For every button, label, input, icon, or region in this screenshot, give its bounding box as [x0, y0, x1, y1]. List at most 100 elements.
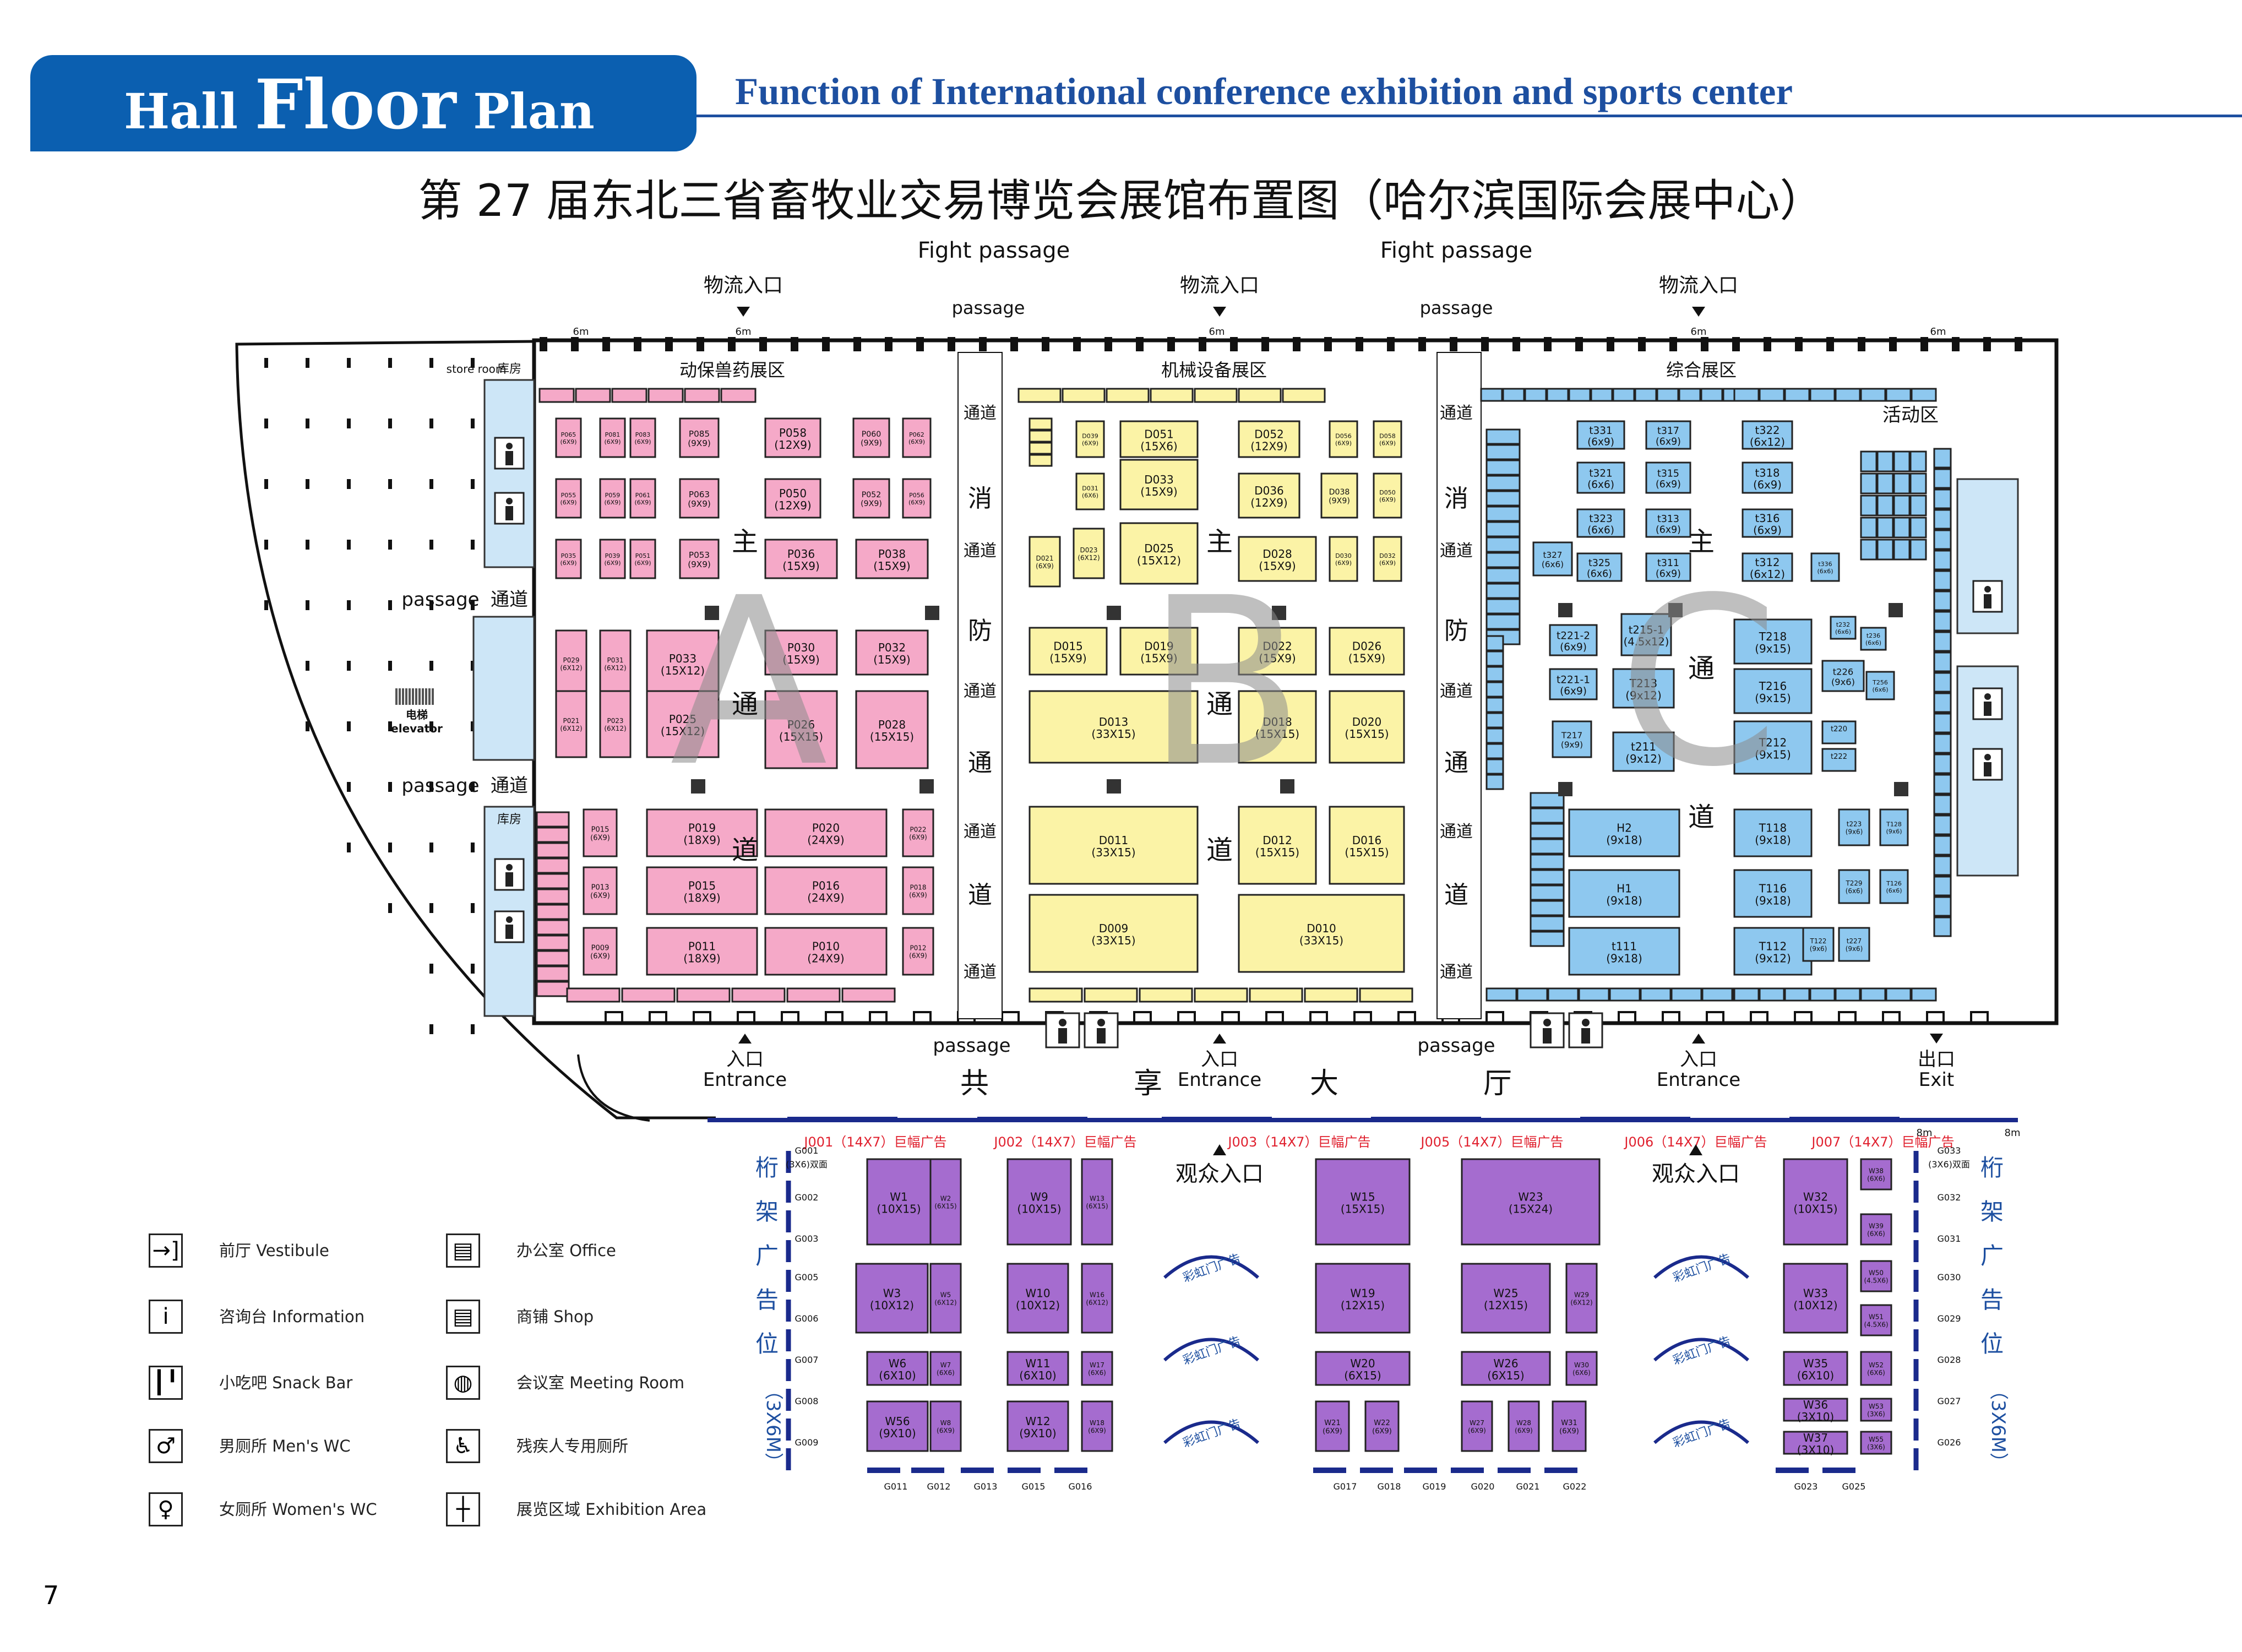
booth-size: (9X10) [1019, 1427, 1056, 1440]
door-mark [1618, 1011, 1636, 1024]
booth-size: (3X6) [1867, 1410, 1885, 1418]
booth-id: P039 [605, 552, 621, 559]
main-channel-text: 主 [1688, 526, 1715, 557]
column [306, 600, 309, 610]
booth-size: (18X9) [683, 834, 720, 847]
booth-c-tiny [1860, 494, 1878, 517]
g-label: G016 [1069, 1481, 1092, 1492]
main-channel-text: 主 [732, 526, 758, 557]
booth-c [1576, 461, 1625, 494]
spacing-label: 6m [1930, 326, 1946, 338]
booth-c [1645, 461, 1691, 494]
booth-id: D021 [1036, 555, 1054, 562]
booth-a [555, 690, 587, 758]
booth-id: P058 [779, 426, 807, 439]
booth-w [1783, 1351, 1848, 1386]
booth-c-tiny [1860, 517, 1878, 539]
booth-c [1838, 869, 1870, 904]
booth-c [1568, 869, 1680, 918]
booth-size: (24X9) [807, 834, 844, 847]
g-label: G007 [795, 1355, 819, 1365]
pillar [1889, 603, 1903, 617]
wc-icon-body [1984, 594, 1991, 608]
booth-a-strip [566, 987, 621, 1003]
booth-w [929, 1158, 962, 1246]
arrow-up-icon [1692, 1034, 1705, 1044]
shared-hall-text: 享 [1134, 1067, 1162, 1100]
rainbow-gate-icon [1653, 1255, 1749, 1279]
booth-a [629, 417, 656, 458]
legend-label: 会议室 Meeting Room [516, 1373, 684, 1392]
booth-a [764, 808, 888, 857]
legend-label: 残疾人专用厕所 [516, 1437, 629, 1455]
booth-id: P021 [563, 717, 580, 725]
booth-size: (9x18) [1606, 894, 1642, 907]
door-mark [1353, 1011, 1372, 1024]
legend-label: 前厅 Vestibule [219, 1241, 329, 1260]
booth-b [1119, 459, 1199, 510]
booth-a-small [536, 919, 570, 936]
booth-id: T126 [1886, 880, 1902, 887]
main-channel-text: 通 [1688, 653, 1715, 684]
booth-size: (6X9) [909, 952, 927, 959]
booth-w [1081, 1158, 1113, 1246]
zone-letter: B [1146, 548, 1304, 818]
door-mark [1309, 1011, 1328, 1024]
column [471, 540, 475, 550]
booth-c-small [1485, 444, 1521, 460]
wc-icon-head [1984, 693, 1991, 700]
booth-id: t331 [1589, 425, 1613, 437]
g-label: G033 [1938, 1145, 1961, 1156]
booth-c-small [1530, 869, 1565, 885]
booth-c-column [1933, 448, 1952, 469]
information-icon: i [149, 1300, 183, 1334]
g-label: G012 [927, 1481, 951, 1492]
booth-w [866, 1400, 929, 1452]
g-label: G006 [795, 1313, 819, 1324]
booth-c-strip [1784, 987, 1810, 1002]
g-label: G019 [1423, 1481, 1446, 1492]
booth-id: P051 [635, 552, 651, 559]
booth-c [1532, 541, 1573, 577]
booth-size: (15X24) [1509, 1203, 1553, 1216]
booth-id: W25 [1493, 1287, 1518, 1300]
booth-id: P038 [878, 547, 906, 561]
booth-size: (6x9) [1656, 436, 1681, 447]
audience-entry-label: 观众入口 [1652, 1161, 1740, 1187]
booth-b [1029, 536, 1061, 588]
booth-c-column [1933, 631, 1952, 652]
wall-pillar [791, 337, 798, 351]
booth-size: (6X12) [934, 1298, 956, 1306]
booth-c-tiny [1893, 517, 1911, 539]
booth-id: P016 [812, 879, 840, 893]
booth-size: (3X10) [1797, 1410, 1834, 1423]
g-label: (3X6)双面 [1928, 1159, 1970, 1170]
door-mark [1265, 1011, 1284, 1024]
booth-a [764, 866, 888, 915]
column [471, 419, 475, 428]
booth-size: (15X9) [1259, 652, 1296, 665]
hall-left-wing [235, 340, 716, 1120]
booth-c [1568, 808, 1680, 857]
booth-size: (9X10) [879, 1427, 916, 1440]
booth-c-small [1485, 583, 1521, 599]
g-label: G026 [1938, 1437, 1961, 1448]
booth-c-strip [1701, 987, 1733, 1002]
truss-ad-text: 位 [1980, 1330, 2004, 1357]
booth-id: t236 [1866, 632, 1880, 639]
g-label: (3X6)双面 [786, 1159, 828, 1170]
booth-b [1029, 806, 1199, 885]
booth-w [1461, 1158, 1601, 1246]
fire-channel-text: 通 [1444, 749, 1468, 777]
booth-id: t336 [1818, 561, 1832, 568]
booth-size: (12X9) [774, 438, 811, 452]
g-bar [1404, 1468, 1437, 1473]
column [388, 479, 392, 489]
booth-size: (15X15) [1345, 846, 1389, 859]
wc-icon-body [1097, 1028, 1106, 1044]
header-rule [696, 115, 2242, 117]
booth-id: T212 [1759, 736, 1787, 749]
booth-c [1549, 624, 1598, 656]
booth-a [599, 539, 626, 579]
booth-b [1119, 627, 1199, 676]
